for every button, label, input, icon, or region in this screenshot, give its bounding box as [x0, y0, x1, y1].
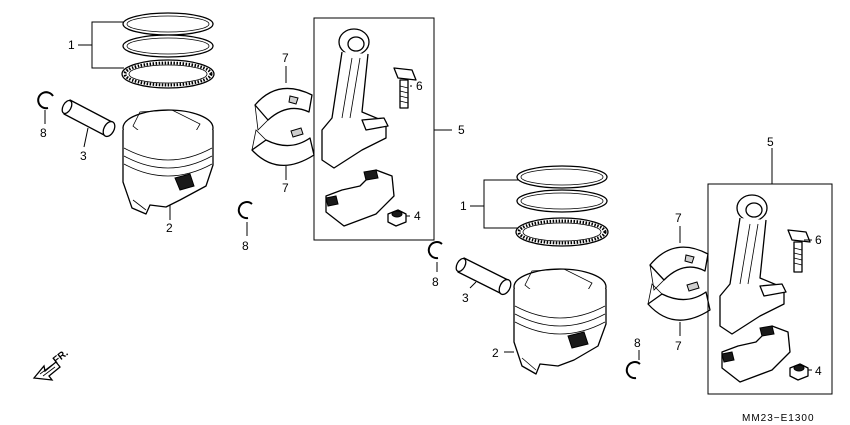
connecting-rod-box-left — [313, 17, 435, 241]
callout-8-right-top: 8 — [432, 275, 439, 289]
callout-7-right-top: 7 — [675, 211, 682, 225]
right-assembly: 1 8 3 2 — [427, 135, 833, 395]
callout-8-left-top: 8 — [40, 126, 47, 140]
piston-rings-right — [515, 165, 609, 247]
diagram-code: MM23−E1300 — [742, 413, 815, 424]
callout-8-right-bottom: 8 — [634, 336, 641, 350]
callout-4-right: 4 — [815, 364, 822, 378]
piston-pin-clip-right-bottom — [625, 361, 641, 380]
piston-pin-clip-left-top — [37, 91, 54, 110]
front-direction-arrow: FR. — [32, 348, 71, 381]
callout-4-left: 4 — [414, 209, 421, 223]
piston-right — [513, 268, 607, 375]
rod-nut-left — [387, 209, 407, 227]
piston-pin-right — [455, 257, 512, 296]
bearing-shell-right-top — [649, 246, 709, 291]
piston-rings-left — [121, 12, 215, 89]
bearing-shell-left-top — [254, 87, 313, 131]
callout-2-right: 2 — [492, 346, 499, 360]
rod-bolt-right — [787, 229, 811, 273]
callout-1-right: 1 — [460, 199, 467, 213]
callout-7-left-bottom: 7 — [282, 181, 289, 195]
left-assembly: 1 8 3 2 — [37, 12, 465, 253]
callout-5-left: 5 — [458, 123, 465, 137]
rod-bolt-left — [393, 67, 417, 109]
callout-2-left: 2 — [166, 221, 173, 235]
piston-pin-clip-right-top — [427, 241, 443, 260]
callout-6-right: 6 — [815, 233, 822, 247]
callout-5-right: 5 — [767, 135, 774, 149]
front-arrow-icon — [32, 361, 61, 381]
piston-left — [122, 109, 214, 215]
connecting-rod-box-right — [707, 183, 833, 395]
callout-3-left: 3 — [80, 149, 87, 163]
callout-7-right-bottom: 7 — [675, 339, 682, 353]
callout-7-left-top: 7 — [282, 51, 289, 65]
piston-pin-clip-left-bottom — [237, 201, 253, 220]
callout-1-left: 1 — [68, 38, 75, 52]
bearing-shell-left-bottom — [251, 127, 315, 167]
callout-6-left: 6 — [416, 79, 423, 93]
callout-3-right: 3 — [462, 291, 469, 305]
rod-nut-right — [789, 363, 809, 381]
piston-pin-left — [61, 99, 116, 138]
bearing-shell-right-bottom — [647, 281, 711, 321]
callout-8-left-bottom: 8 — [242, 239, 249, 253]
